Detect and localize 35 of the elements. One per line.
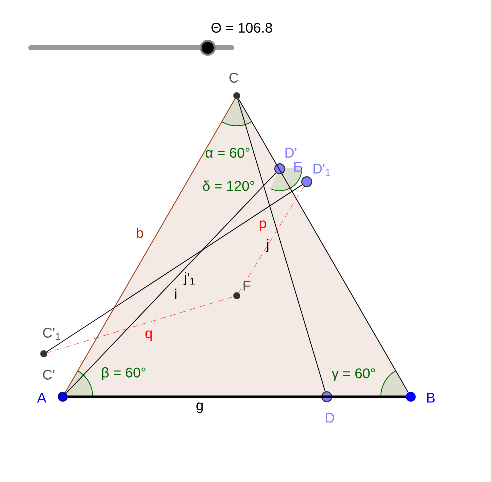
point-label: B [427, 393, 435, 403]
line-segment [66, 172, 277, 394]
line-segment [47, 296, 234, 354]
point-label: C'$_{1}$ [43, 328, 60, 340]
edge-label: b [137, 228, 144, 238]
point-label: D' [286, 148, 297, 158]
edge-label: j [266, 239, 269, 253]
edge-label: p [260, 220, 266, 232]
point-label: D'$_{1}$ [314, 164, 330, 176]
slider-value-label: Θ = 106.8 [212, 23, 272, 33]
point-label: A [37, 393, 47, 403]
point-label: F [244, 281, 251, 291]
point [234, 92, 240, 100]
point-label: C [230, 73, 239, 83]
edge-label: i [175, 288, 177, 300]
point [58, 392, 68, 402]
line-segment [238, 186, 304, 294]
point [406, 392, 416, 402]
point-label: D [326, 413, 334, 423]
line-segment [46, 184, 303, 352]
edge-label: q [146, 330, 152, 342]
line-segment [65, 98, 236, 394]
point [302, 176, 312, 188]
edge-label: g [196, 402, 203, 414]
line-segment [68, 396, 406, 398]
line-segment [238, 98, 409, 394]
point [40, 350, 48, 358]
edge-label: j'$_{1}$ [184, 272, 195, 286]
angle-label: α = 60° [206, 148, 250, 158]
angle-label: β = 60° [102, 367, 146, 381]
point-label: E [294, 162, 302, 172]
line-segment [238, 98, 326, 392]
angle-label: δ = 120° [203, 180, 254, 192]
angle-label: γ = 60° [332, 368, 376, 382]
point-label: C' [43, 370, 55, 380]
